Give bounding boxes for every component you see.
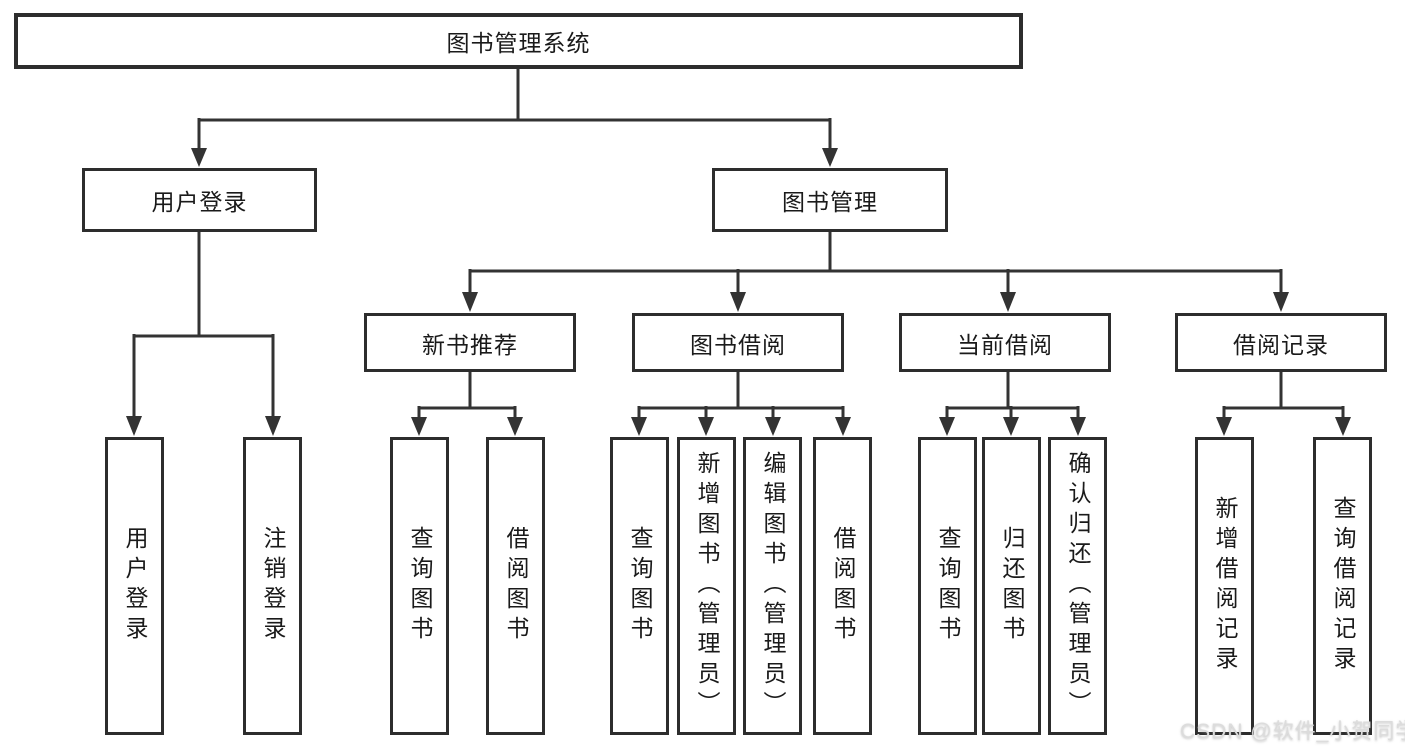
node-root: 图书管理系统	[14, 13, 1023, 69]
node-book-mgmt: 图书管理	[712, 168, 948, 232]
leaf-label: 查询图书	[407, 526, 433, 646]
connector-current-borrowing-children	[939, 372, 1086, 436]
leaf-user-login: 用户登录	[105, 437, 164, 735]
leaf-borrow-books-newbooks: 借阅图书	[486, 437, 545, 735]
connector-line	[637, 372, 845, 419]
leaf-label: 归还图书	[999, 526, 1025, 646]
connector-borrow-records-children	[1216, 372, 1351, 436]
arrowhead	[126, 416, 142, 436]
leaf-confirm-return-admin: 确认归还（管理员）	[1048, 437, 1107, 735]
connector-line	[132, 232, 275, 418]
arrowhead	[822, 148, 838, 167]
node-current-borrowing: 当前借阅	[899, 313, 1111, 372]
leaf-logout: 注销登录	[243, 437, 302, 735]
node-user-login: 用户登录	[82, 168, 317, 232]
leaf-add-books-admin: 新增图书（管理员）	[677, 437, 736, 735]
connector-new-books-children	[411, 372, 523, 436]
leaf-label: 注销登录	[260, 526, 286, 646]
leaf-label: 编辑图书（管理员）	[760, 451, 786, 721]
leaf-edit-books-admin: 编辑图书（管理员）	[743, 437, 802, 735]
leaf-label: 查询图书	[627, 526, 653, 646]
connector-user-login-children	[126, 232, 281, 436]
leaf-label: 新增图书（管理员）	[694, 451, 720, 721]
leaf-label: 新增借阅记录	[1212, 496, 1238, 676]
leaf-label: 借阅图书	[830, 526, 856, 646]
node-current-borrowing-label: 当前借阅	[957, 331, 1053, 358]
connector-line	[468, 232, 1283, 294]
arrowhead	[765, 417, 781, 436]
leaf-label: 借阅图书	[503, 526, 529, 646]
arrowhead	[835, 417, 851, 436]
leaf-query-books-current: 查询图书	[918, 437, 977, 735]
leaf-add-borrow-record: 新增借阅记录	[1195, 437, 1254, 735]
connector-line	[417, 372, 517, 419]
node-book-borrowing: 图书借阅	[632, 313, 844, 372]
csdn-watermark: CSDN @软件_小贺同学	[1180, 720, 1405, 743]
arrowhead	[191, 148, 207, 167]
leaf-return-books: 归还图书	[982, 437, 1041, 735]
connector-root-to-level2	[191, 68, 838, 167]
node-root-label: 图书管理系统	[446, 30, 591, 56]
arrowhead	[631, 417, 647, 436]
leaf-label: 用户登录	[122, 526, 148, 646]
node-new-books: 新书推荐	[364, 313, 576, 372]
connector-line	[197, 68, 832, 150]
arrowhead	[1273, 292, 1289, 312]
arrowhead	[1335, 417, 1351, 436]
arrowhead	[1216, 417, 1232, 436]
leaf-label: 查询借阅记录	[1330, 496, 1356, 676]
node-user-login-label: 用户登录	[151, 189, 248, 215]
leaf-label: 确认归还（管理员）	[1065, 451, 1091, 721]
leaf-query-books-borrowing: 查询图书	[610, 437, 669, 735]
node-borrow-records: 借阅记录	[1175, 313, 1387, 372]
arrowhead	[939, 417, 955, 436]
leaf-query-borrow-record: 查询借阅记录	[1313, 437, 1372, 735]
connector-line	[945, 372, 1080, 419]
arrowhead	[1070, 417, 1086, 436]
arrowhead	[698, 417, 714, 436]
leaf-label: 查询图书	[935, 526, 961, 646]
arrowhead	[462, 292, 478, 312]
arrowhead	[411, 417, 427, 436]
node-book-borrowing-label: 图书借阅	[690, 331, 786, 358]
arrowhead	[507, 417, 523, 436]
arrowhead	[1000, 292, 1016, 312]
leaf-borrow-books: 借阅图书	[813, 437, 872, 735]
node-new-books-label: 新书推荐	[422, 331, 518, 358]
arrowhead	[1003, 417, 1019, 436]
node-borrow-records-label: 借阅记录	[1233, 331, 1329, 358]
node-book-mgmt-label: 图书管理	[782, 189, 878, 215]
connector-book-borrowing-children	[631, 372, 851, 436]
connector-book-mgmt-to-level3	[462, 232, 1289, 312]
arrowhead	[265, 416, 281, 436]
arrowhead	[730, 292, 746, 312]
leaf-query-books-newbooks: 查询图书	[390, 437, 449, 735]
connector-line	[1222, 372, 1345, 419]
